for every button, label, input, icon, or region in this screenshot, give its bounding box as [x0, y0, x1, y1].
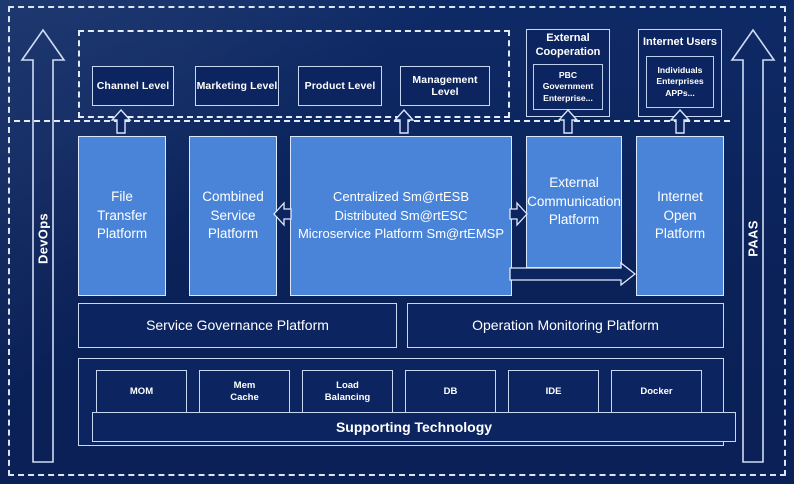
external-cooperation-detail: PBC Government Enterprise... — [533, 64, 603, 110]
external-cooperation-box[interactable]: External Cooperation PBC Government Ente… — [526, 29, 610, 117]
internet-users-box[interactable]: Internet Users Individuals Enterprises A… — [638, 29, 722, 117]
title-line-1: External — [546, 32, 590, 45]
tech-label-line-2: Balancing — [324, 392, 371, 403]
title-line-2: Cooperation — [535, 46, 601, 58]
platform-integration-esb[interactable]: Centralized Sm@rtESB Distributed Sm@rtES… — [290, 136, 512, 296]
platform-internet-open[interactable]: Internet Open Platform — [636, 136, 724, 296]
platform-boundary-dashed-line — [14, 120, 730, 122]
platform-line: Platform — [548, 212, 600, 228]
paas-rail: PAAS — [730, 26, 776, 466]
external-cooperation-title: External Cooperation — [527, 30, 609, 62]
platform-line: Centralized Sm@rtESB — [332, 189, 470, 205]
platform-line: Communication — [527, 193, 621, 209]
detail-line-2: Enterprises — [656, 76, 704, 87]
tech-box-mem-cache[interactable]: Mem Cache — [199, 370, 290, 414]
platform-external-communication[interactable]: External Communication Platform — [526, 136, 622, 268]
platform-line: Internet — [657, 189, 703, 205]
level-box-marketing[interactable]: Marketing Level — [195, 66, 279, 106]
title-line-1: Internet Users — [643, 36, 717, 49]
tech-label-line-1: DB — [443, 385, 458, 397]
arrow-integration-to-internet-open — [509, 262, 637, 286]
paas-arrow-icon — [730, 28, 776, 463]
platform-combined-service[interactable]: Combined Service Platform — [189, 136, 277, 296]
detail-line-3: APPs... — [665, 87, 695, 98]
arrow-integration-to-combined-service — [272, 200, 292, 228]
uplink-arrow-integration — [393, 108, 415, 134]
arrow-integration-to-external-communication — [509, 200, 529, 228]
internet-users-title: Internet Users — [639, 30, 721, 56]
platform-line: Platform — [207, 226, 259, 242]
uplink-arrow-external-communication — [557, 108, 579, 134]
detail-line-2: Enterprise... — [543, 92, 593, 103]
platform-line: Combined — [202, 189, 264, 205]
management-label: Operation Monitoring Platform — [472, 317, 659, 334]
platform-line: Distributed Sm@rtESC — [334, 207, 468, 223]
tech-label-line-2: Cache — [230, 392, 259, 403]
level-box-management[interactable]: Management Level — [400, 66, 490, 106]
tech-label-line-1: MOM — [129, 385, 154, 397]
platform-file-transfer[interactable]: File Transfer Platform — [78, 136, 166, 296]
tech-box-docker[interactable]: Docker — [611, 370, 702, 414]
supporting-technology-banner[interactable]: Supporting Technology — [92, 412, 736, 442]
tech-box-load-balancing[interactable]: Load Balancing — [302, 370, 393, 414]
tech-box-mom[interactable]: MOM — [96, 370, 187, 414]
devops-arrow-icon — [20, 28, 66, 463]
tech-label-line-1: Mem — [233, 379, 256, 391]
level-label: Product Level — [304, 79, 376, 92]
level-label: Management Level — [412, 73, 478, 98]
devops-label: DevOps — [35, 213, 51, 264]
detail-line-1: Individuals — [657, 65, 703, 76]
platform-line: Platform — [654, 226, 706, 242]
tech-box-ide[interactable]: IDE — [508, 370, 599, 414]
tech-label-line-1: Load — [336, 379, 359, 391]
internet-users-detail: Individuals Enterprises APPs... — [646, 56, 714, 108]
service-governance-platform[interactable]: Service Governance Platform — [78, 303, 397, 348]
tech-label-line-1: Docker — [640, 385, 673, 397]
detail-line-1: PBC Government — [542, 70, 594, 92]
level-label: Channel Level — [96, 79, 170, 92]
diagram-outer-frame — [8, 6, 786, 476]
platform-line: File — [111, 189, 133, 205]
operation-monitoring-platform[interactable]: Operation Monitoring Platform — [407, 303, 724, 348]
paas-label: PAAS — [745, 220, 761, 257]
uplink-arrow-file-transfer — [110, 108, 132, 134]
tech-box-db[interactable]: DB — [405, 370, 496, 414]
platform-line: Service — [210, 207, 256, 223]
management-label: Service Governance Platform — [146, 317, 329, 334]
platform-line: Transfer — [97, 207, 147, 223]
supporting-technology-label: Supporting Technology — [335, 418, 493, 435]
uplink-arrow-internet-open — [669, 108, 691, 134]
level-box-channel[interactable]: Channel Level — [92, 66, 174, 106]
level-label: Marketing Level — [196, 79, 278, 92]
platform-line: Platform — [96, 226, 148, 242]
platform-line: Microservice Platform Sm@rtEMSP — [297, 226, 505, 242]
platform-line: Open — [663, 207, 697, 223]
platform-line: External — [549, 175, 599, 191]
tech-label-line-1: IDE — [545, 385, 562, 397]
application-levels-group — [78, 30, 510, 118]
level-box-product[interactable]: Product Level — [298, 66, 382, 106]
devops-rail: DevOps — [20, 26, 66, 466]
